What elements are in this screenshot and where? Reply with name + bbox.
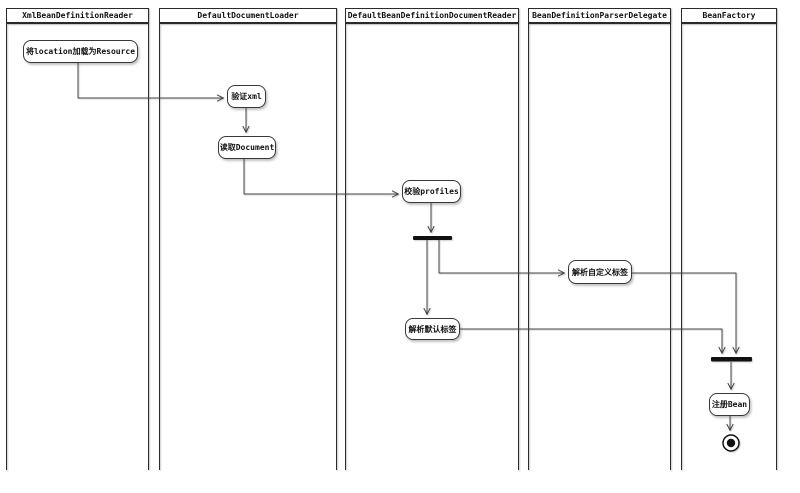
activity-label: 解析默认标签 [408, 324, 457, 334]
swimlane-xmlbeandefinitionreader: XmlBeanDefinitionReader [6, 8, 149, 470]
join-bar [711, 357, 752, 362]
activity-label: 解析自定义标签 [572, 267, 628, 277]
activity-read-document: 读取Document [218, 136, 276, 159]
edge-readdocument-to-profiles [243, 159, 398, 194]
swimlane-title: BeanFactory [682, 9, 776, 24]
activity-load-resource: 将location加载为Resource [23, 40, 138, 63]
swimlane-defaultdocumentloader: DefaultDocumentLoader [159, 8, 337, 470]
activity-parse-custom-tags: 解析自定义标签 [568, 260, 632, 284]
swimlane-defaultbeandefinitiondocumentreader: DefaultBeanDefinitionDocumentReader [345, 8, 519, 470]
edge-parsecustom-to-join [632, 272, 736, 353]
activity-register-bean: 注册Bean [709, 393, 750, 416]
activity-label: 注册Bean [711, 400, 748, 409]
swimlane-beandefinitionparserdelegate: BeanDefinitionParserDelegate [528, 8, 671, 470]
edge-fork-to-parsecustom [438, 240, 564, 273]
activity-label: 验证xml [231, 92, 262, 101]
final-node [722, 434, 740, 452]
activity-label: 将location加载为Resource [25, 47, 136, 56]
swimlane-title: DefaultBeanDefinitionDocumentReader [346, 9, 518, 24]
activity-validate-xml: 验证xml [227, 85, 266, 108]
edge-load-to-validatexml [77, 63, 223, 98]
swimlane-title: BeanDefinitionParserDelegate [529, 9, 670, 24]
swimlane-beanfactory: BeanFactory [681, 8, 777, 470]
swimlane-title: DefaultDocumentLoader [160, 9, 336, 24]
activity-label: 校验profiles [404, 187, 459, 196]
activity-parse-default-tags: 解析默认标签 [405, 318, 460, 340]
swimlane-title: XmlBeanDefinitionReader [7, 9, 148, 24]
fork-bar [413, 236, 452, 240]
activity-label: 读取Document [219, 143, 275, 152]
edge-parsedefault-to-join [460, 328, 722, 353]
activity-check-profiles: 校验profiles [402, 180, 461, 203]
